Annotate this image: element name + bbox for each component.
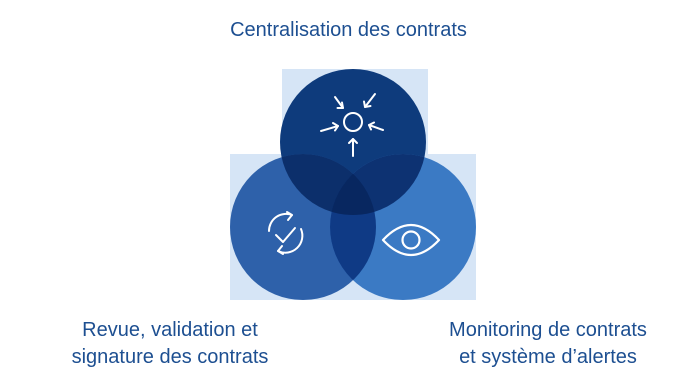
top-circle-label: Centralisation des contrats	[230, 19, 467, 41]
eye-icon	[381, 224, 441, 256]
top-left-overlap	[280, 154, 376, 215]
inward-arrows-circle-icon	[320, 93, 384, 157]
right-label-line-2: et système d’alertes	[459, 346, 637, 368]
left-label-line-1: Revue, validation et	[82, 319, 258, 341]
top-right-overlap	[330, 154, 426, 215]
left-circle-label: Revue, validation et signature des contr…	[20, 317, 320, 371]
refresh-check-icon	[267, 211, 304, 255]
left-label-line-2: signature des contrats	[71, 346, 269, 368]
right-label-line-1: Monitoring de contrats	[449, 319, 647, 341]
right-circle-label: Monitoring de contrats et système d’aler…	[398, 317, 697, 371]
